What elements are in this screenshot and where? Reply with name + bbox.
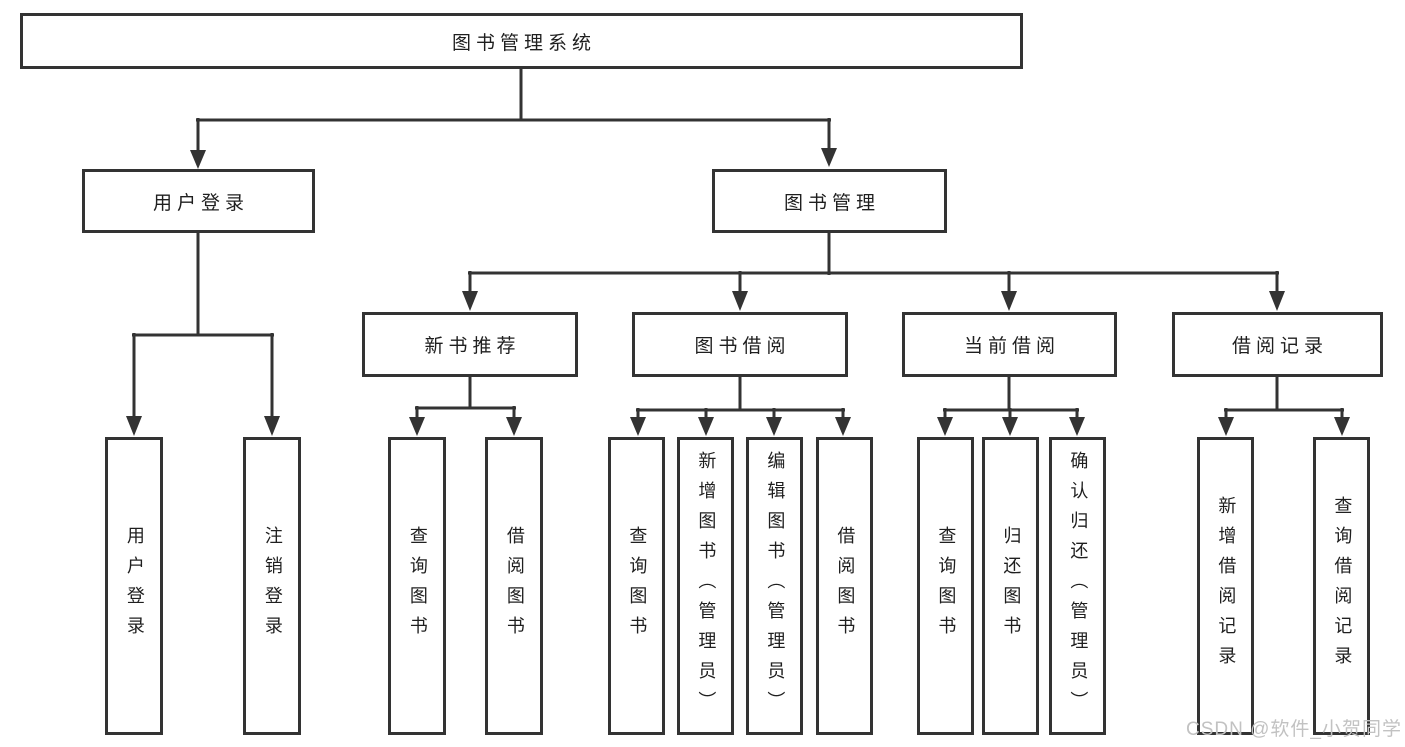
node-book-borrowing: 图书借阅	[632, 312, 848, 377]
leaf-borrow-books-newbook: 借阅图书	[485, 437, 543, 735]
node-user-login: 用户登录	[82, 169, 315, 233]
node-borrowing-records: 借阅记录	[1172, 312, 1383, 377]
node-label: 新增图书（管理员）	[696, 451, 717, 721]
node-label: 借阅图书	[835, 526, 856, 646]
leaf-borrow-books: 借阅图书	[816, 437, 873, 735]
leaf-add-borrow-record: 新增借阅记录	[1197, 437, 1254, 735]
node-label: 确认归还（管理员）	[1068, 451, 1089, 721]
leaf-logout: 注销登录	[243, 437, 301, 735]
node-label: 图书管理	[783, 192, 880, 214]
node-library-management-system: 图书管理系统	[20, 13, 1023, 69]
csdn-watermark: CSDN @软件_小贺同学	[1186, 719, 1402, 740]
leaf-query-books-newbook: 查询图书	[388, 437, 446, 735]
leaf-confirm-return-admin: 确认归还（管理员）	[1049, 437, 1106, 735]
node-label: 借阅记录	[1231, 336, 1328, 357]
node-label: 用户登录	[152, 192, 249, 214]
node-label: 图书借阅	[694, 336, 791, 357]
leaf-add-books-admin: 新增图书（管理员）	[677, 437, 734, 735]
node-label: 查询图书	[407, 526, 428, 646]
leaf-edit-books-admin: 编辑图书（管理员）	[746, 437, 803, 735]
node-label: 查询图书	[627, 526, 648, 646]
leaf-query-borrow-record: 查询借阅记录	[1313, 437, 1370, 735]
node-label: 查询图书	[936, 526, 957, 646]
node-label: 借阅图书	[504, 526, 525, 646]
node-label: 编辑图书（管理员）	[765, 451, 786, 721]
node-label: 当前借阅	[963, 336, 1060, 357]
node-label: 新增借阅记录	[1216, 496, 1237, 676]
leaf-query-books-borrow: 查询图书	[608, 437, 665, 735]
node-label: 归还图书	[1001, 526, 1022, 646]
leaf-user-login: 用户登录	[105, 437, 163, 735]
node-book-management: 图书管理	[712, 169, 947, 233]
leaf-query-books-current: 查询图书	[917, 437, 974, 735]
node-label: 注销登录	[262, 526, 283, 646]
node-current-borrowing: 当前借阅	[902, 312, 1117, 377]
node-label: 图书管理系统	[451, 32, 596, 54]
node-label: 查询借阅记录	[1332, 496, 1353, 676]
node-label: 用户登录	[124, 526, 145, 646]
node-new-book-recommendation: 新书推荐	[362, 312, 578, 377]
node-label: 新书推荐	[424, 336, 521, 357]
leaf-return-books: 归还图书	[982, 437, 1039, 735]
